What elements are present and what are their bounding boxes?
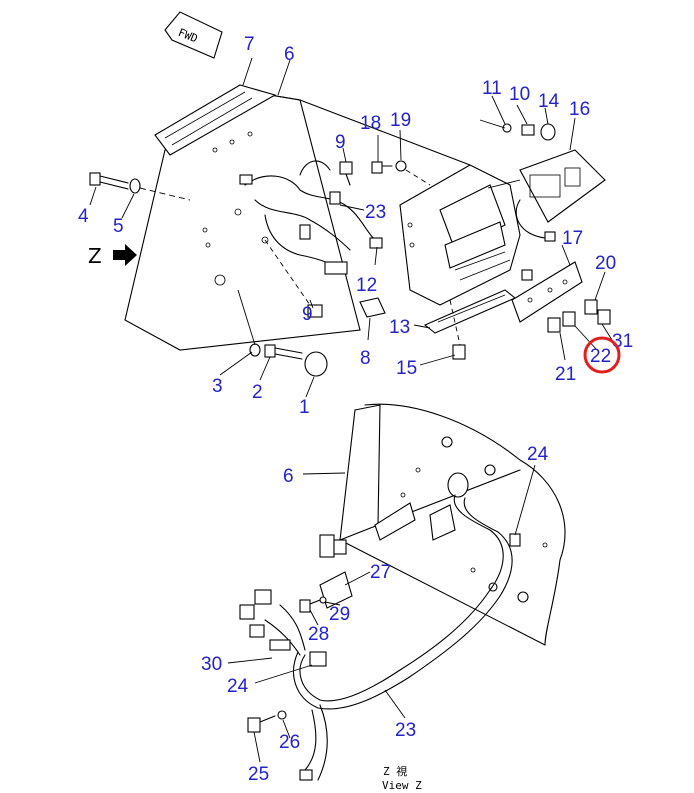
callout-2: 2 [252,382,263,403]
bolt-18-19 [371,160,431,186]
callout-30: 30 [201,654,222,675]
harness-upper [239,160,383,275]
parts-10-11-14 [479,119,556,141]
callout-10: 10 [509,84,530,105]
callout-24-right: 24 [527,444,549,465]
callout-18: 18 [360,113,381,134]
callout-25: 25 [248,764,269,785]
callout-26: 26 [279,732,300,753]
callout-13: 13 [389,317,410,338]
z-label: Z [88,244,102,268]
callout-23-lower: 23 [395,720,416,741]
view-z-arrow-icon: Z [88,244,137,268]
callout-21: 21 [555,364,576,385]
part-8-block [359,297,386,318]
callout-labels: 7 6 4 5 3 2 1 9 9 8 12 23 18 19 11 10 14… [78,34,633,785]
callout-4: 4 [78,206,89,227]
view-caption-ja: Z 視 [383,764,407,778]
console-housing [124,84,471,351]
callout-3: 3 [212,376,223,397]
callout-5: 5 [113,216,124,237]
callout-19: 19 [390,110,411,131]
callout-23-upper: 23 [365,202,386,223]
callout-7: 7 [244,34,255,55]
callout-17: 17 [562,228,583,249]
callout-11: 11 [482,78,502,99]
part-17-bracket [511,261,583,323]
callout-24-left: 24 [227,676,249,697]
monitor-panel [399,164,521,306]
part-16-monitor [487,149,606,242]
callout-9-upper: 9 [335,132,346,153]
bolt-4-5 [89,172,191,201]
switch-group [547,299,611,333]
callout-6-view-z: 6 [283,466,294,487]
bolt-9-lower [264,239,323,318]
callout-9-lower: 9 [302,304,313,325]
bolt-15 [449,299,466,360]
harness-lower [239,494,521,781]
callout-15: 15 [396,358,417,379]
callout-1: 1 [299,397,310,418]
callout-8: 8 [360,348,371,369]
callout-31: 31 [612,331,633,352]
callout-20: 20 [595,253,616,274]
callout-12: 12 [356,275,377,296]
view-z-housing [339,403,566,646]
view-caption-en: View Z [382,779,422,792]
fasteners-1-2-3 [237,289,328,377]
callout-16: 16 [569,99,590,120]
callout-28: 28 [308,624,329,645]
callout-14: 14 [538,91,560,112]
callout-6: 6 [284,44,295,65]
callout-22-highlighted: 22 [590,346,611,367]
fwd-arrow-icon: FWD [164,11,223,59]
bolt-9-upper [339,161,353,186]
callout-27: 27 [370,562,391,583]
callout-29: 29 [329,604,350,625]
callout-leaders [89,57,613,763]
highlight-ring [583,336,621,374]
